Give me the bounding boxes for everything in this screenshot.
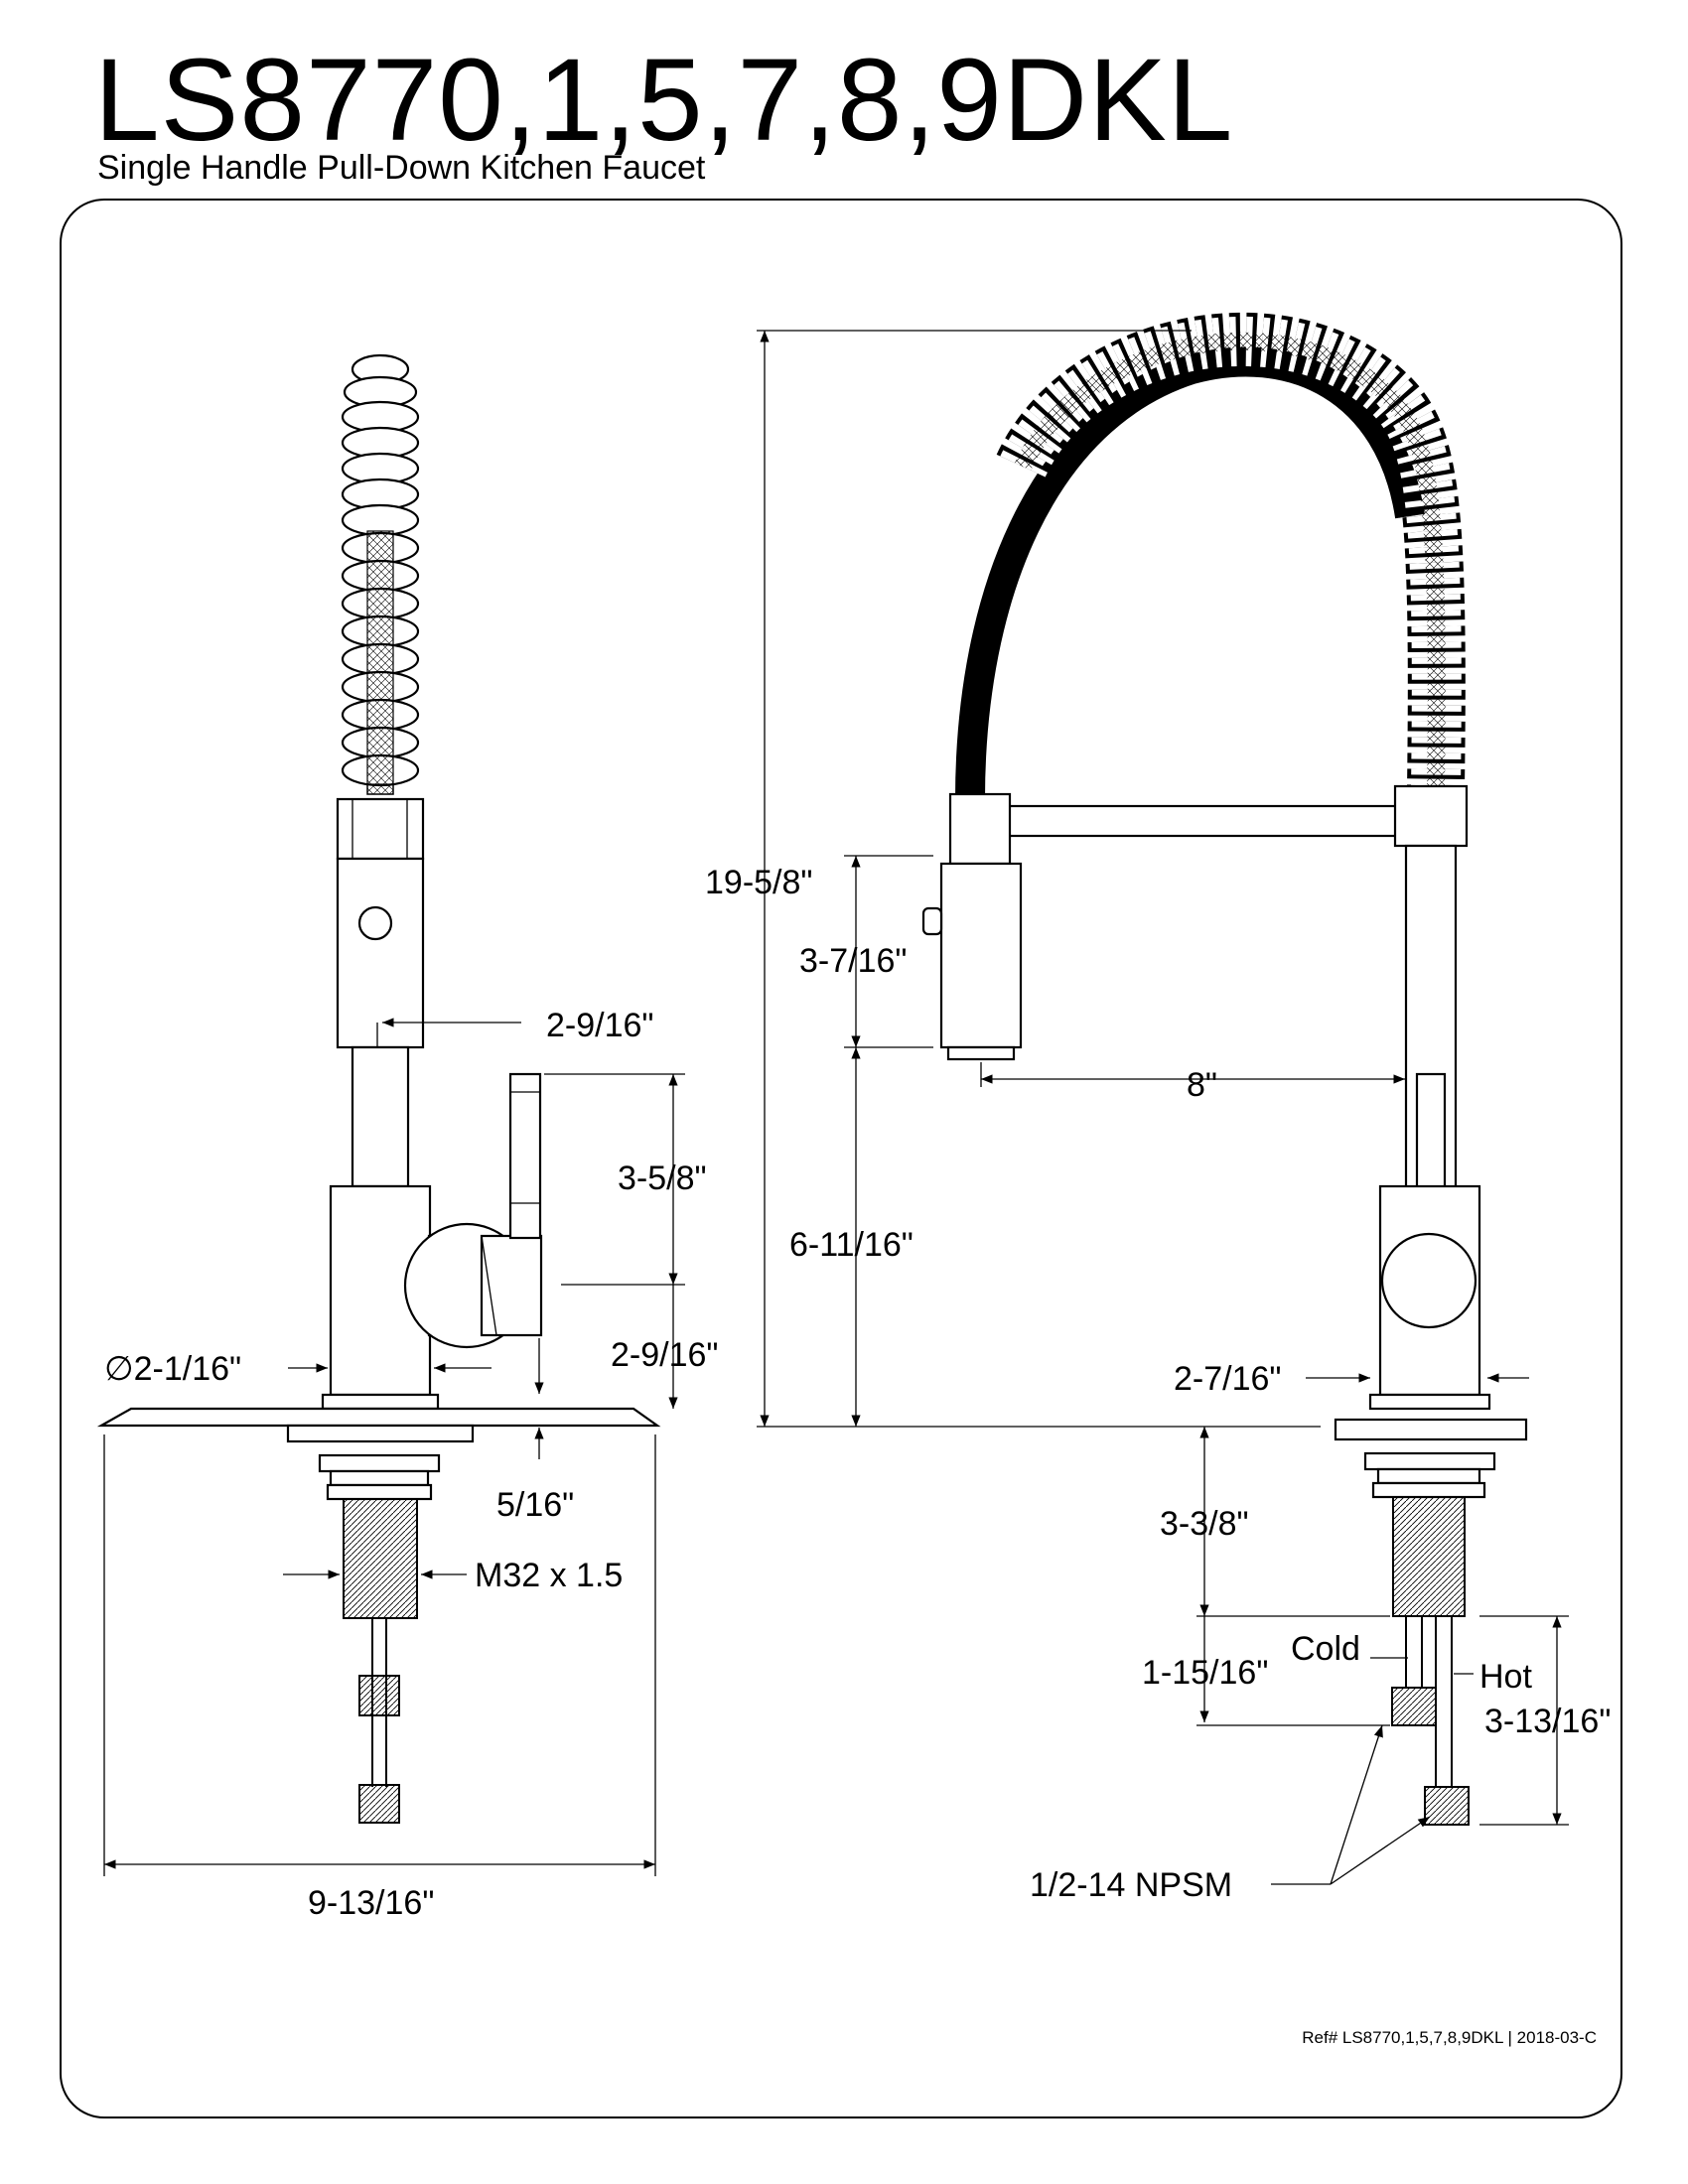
label-cold: Cold <box>1291 1630 1360 1668</box>
dim-cold-supply: 1-15/16" <box>1142 1654 1268 1692</box>
side-view-dimensions <box>103 1018 685 1876</box>
dim-connection-thread: 1/2-14 NPSM <box>1030 1866 1232 1904</box>
dim-handle-base-height: 2-9/16" <box>611 1336 718 1374</box>
product-subtitle: Single Handle Pull-Down Kitchen Faucet <box>97 149 706 187</box>
dim-sprayer-length: 3-7/16" <box>799 942 907 980</box>
model-number: LS8770,1,5,7,8,9DKL <box>94 35 1234 166</box>
drawing-frame <box>60 199 1622 2118</box>
dim-spray-offset: 2-9/16" <box>546 1007 653 1044</box>
side-coil-spring <box>341 353 420 787</box>
side-view-faucet <box>96 353 661 1824</box>
dim-handle-height: 3-5/8" <box>618 1160 707 1197</box>
dim-deck-thickness: 5/16" <box>496 1486 574 1524</box>
dim-body-width: 2-7/16" <box>1174 1360 1281 1398</box>
label-hot: Hot <box>1479 1658 1532 1696</box>
dim-hot-supply: 3-13/16" <box>1484 1703 1611 1740</box>
front-view-dimensions <box>757 330 1569 1885</box>
dim-shank-thread: M32 x 1.5 <box>475 1557 623 1594</box>
dim-body-diameter: ∅2-1/16" <box>104 1350 241 1388</box>
dim-overall-height: 19-5/8" <box>705 864 812 901</box>
dim-spout-clearance: 6-11/16" <box>789 1226 914 1264</box>
front-view-faucet <box>921 312 1528 1826</box>
dim-spout-reach: 8" <box>1187 1066 1217 1104</box>
dim-deck-width: 9-13/16" <box>308 1884 434 1922</box>
reference-number: Ref# LS8770,1,5,7,8,9DKL | 2018-03-C <box>1302 2028 1597 2047</box>
dim-shank-length: 3-3/8" <box>1160 1505 1249 1543</box>
